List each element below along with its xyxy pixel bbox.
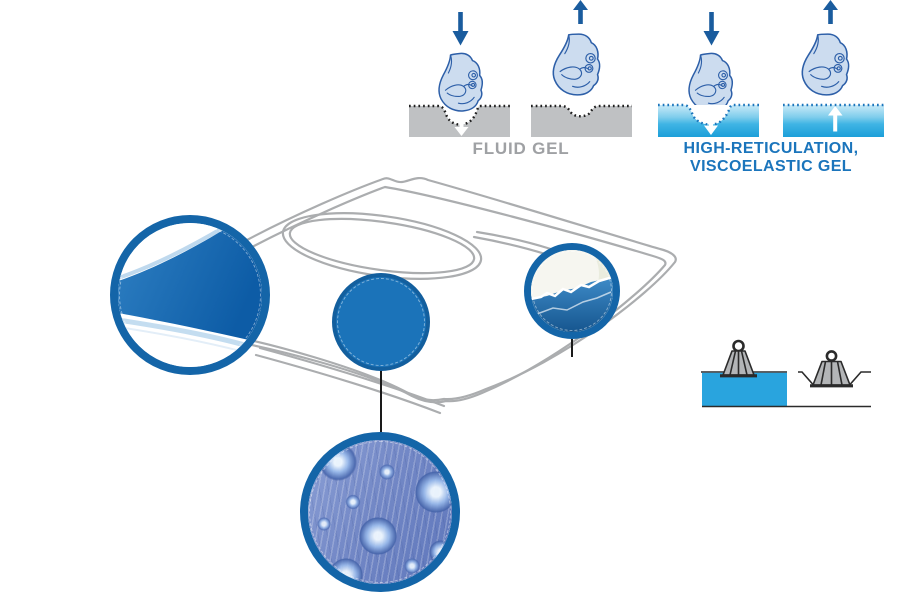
- gel-block-supporting: [702, 372, 787, 406]
- viscoelastic-gel-label-line1: HIGH-RETICULATION,: [683, 140, 859, 157]
- viscoelastic-gel-block-recovered: [783, 103, 884, 137]
- viscoelastic-gel-block-indented: [658, 103, 759, 137]
- sink-arrow-icon: [709, 113, 713, 126]
- weight-sunken-icon: [810, 350, 853, 388]
- fluid-gel-block-indent-remains: [531, 104, 632, 137]
- fist-lifted-icon: [801, 33, 850, 96]
- fluid-gel-label: FLUID GEL: [472, 139, 570, 158]
- weight-support-demo: [701, 339, 871, 408]
- press-down-arrow-icon: [703, 12, 720, 46]
- callout-line-foam: [571, 339, 573, 357]
- gel-droplets-macro-callout: [300, 432, 460, 592]
- viscoelastic-gel-label-line2: VISCOELASTIC GEL: [690, 157, 852, 175]
- recover-arrow-icon: [828, 106, 843, 116]
- lift-up-arrow-icon: [573, 0, 588, 24]
- gel-droplets-photo: [308, 440, 452, 584]
- viscoelastic-gel-label: HIGH-RETICULATION, VISCOELASTIC GEL: [649, 140, 893, 175]
- fist-lifted-icon: [552, 33, 601, 96]
- foam-gel-photo: [531, 250, 613, 332]
- gel-edge-photo: [118, 223, 262, 367]
- gel-pad-disc: [332, 273, 430, 371]
- press-down-arrow-icon: [452, 12, 469, 46]
- lift-up-arrow-icon: [823, 0, 838, 24]
- callout-line-droplets: [380, 370, 382, 432]
- weight-on-gel-icon: [720, 339, 757, 378]
- fluid-gel-block-indented: [409, 104, 510, 137]
- sink-arrow-icon: [459, 119, 464, 128]
- foam-gel-layers-callout: [524, 243, 620, 339]
- gel-edge-macro-callout: [110, 215, 270, 375]
